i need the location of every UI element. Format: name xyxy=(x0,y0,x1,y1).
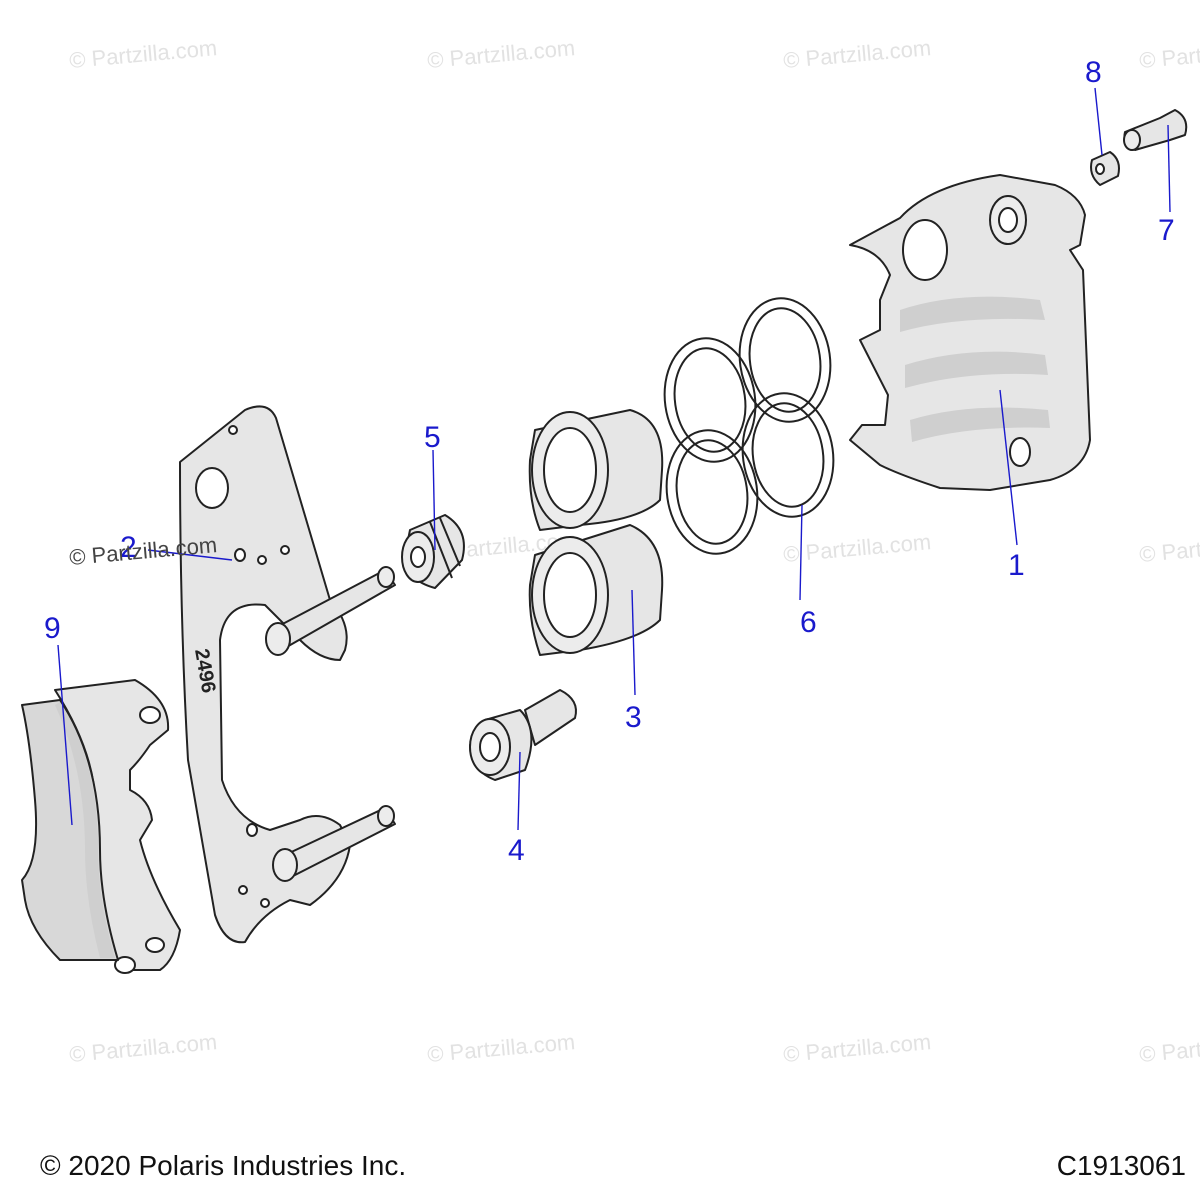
slide-pin-part-4 xyxy=(469,689,577,781)
caliper-body-part-1 xyxy=(849,174,1091,491)
caliper-bracket-part-2: 2496 xyxy=(179,405,396,944)
seal-rings-part-6 xyxy=(663,297,835,555)
callout-label-5: 5 xyxy=(424,421,441,454)
watermark: © Partzilla.com xyxy=(782,35,932,73)
watermark: © Partzilla.com xyxy=(1138,529,1200,567)
watermark: © Partzilla.com xyxy=(68,1029,218,1067)
callout-label-2: 2 xyxy=(120,531,137,564)
watermark: © Partzilla.com xyxy=(1138,1029,1200,1067)
watermark: © Partzilla.com xyxy=(782,529,932,567)
callout-label-4: 4 xyxy=(508,834,525,867)
bleeder-screw-part-7 xyxy=(1123,109,1188,151)
watermark: © Partzilla.com xyxy=(426,35,576,73)
callout-labels: 1 2 3 4 5 6 7 8 9 xyxy=(44,56,1175,867)
watermark: © Partzilla.com xyxy=(68,35,218,73)
drawing-code: C1913061 xyxy=(1056,1150,1186,1181)
watermark: © Partzilla.com xyxy=(782,1029,932,1067)
grommet-part-5 xyxy=(401,514,465,589)
callout-label-6: 6 xyxy=(800,606,817,639)
callout-label-8: 8 xyxy=(1085,56,1102,89)
callout-label-3: 3 xyxy=(625,701,642,734)
watermark: © Partzilla.com xyxy=(426,1029,576,1067)
brake-pad-part-9 xyxy=(21,679,181,974)
watermark: © Partzilla.com xyxy=(1138,35,1200,73)
bushing-part-8 xyxy=(1090,151,1120,186)
callout-label-9: 9 xyxy=(44,612,61,645)
callout-label-7: 7 xyxy=(1158,214,1175,247)
copyright-notice: © 2020 Polaris Industries Inc. xyxy=(40,1150,407,1181)
callout-label-1: 1 xyxy=(1008,549,1025,582)
piston-part-3 xyxy=(528,409,664,656)
leader-lines xyxy=(57,87,1171,831)
